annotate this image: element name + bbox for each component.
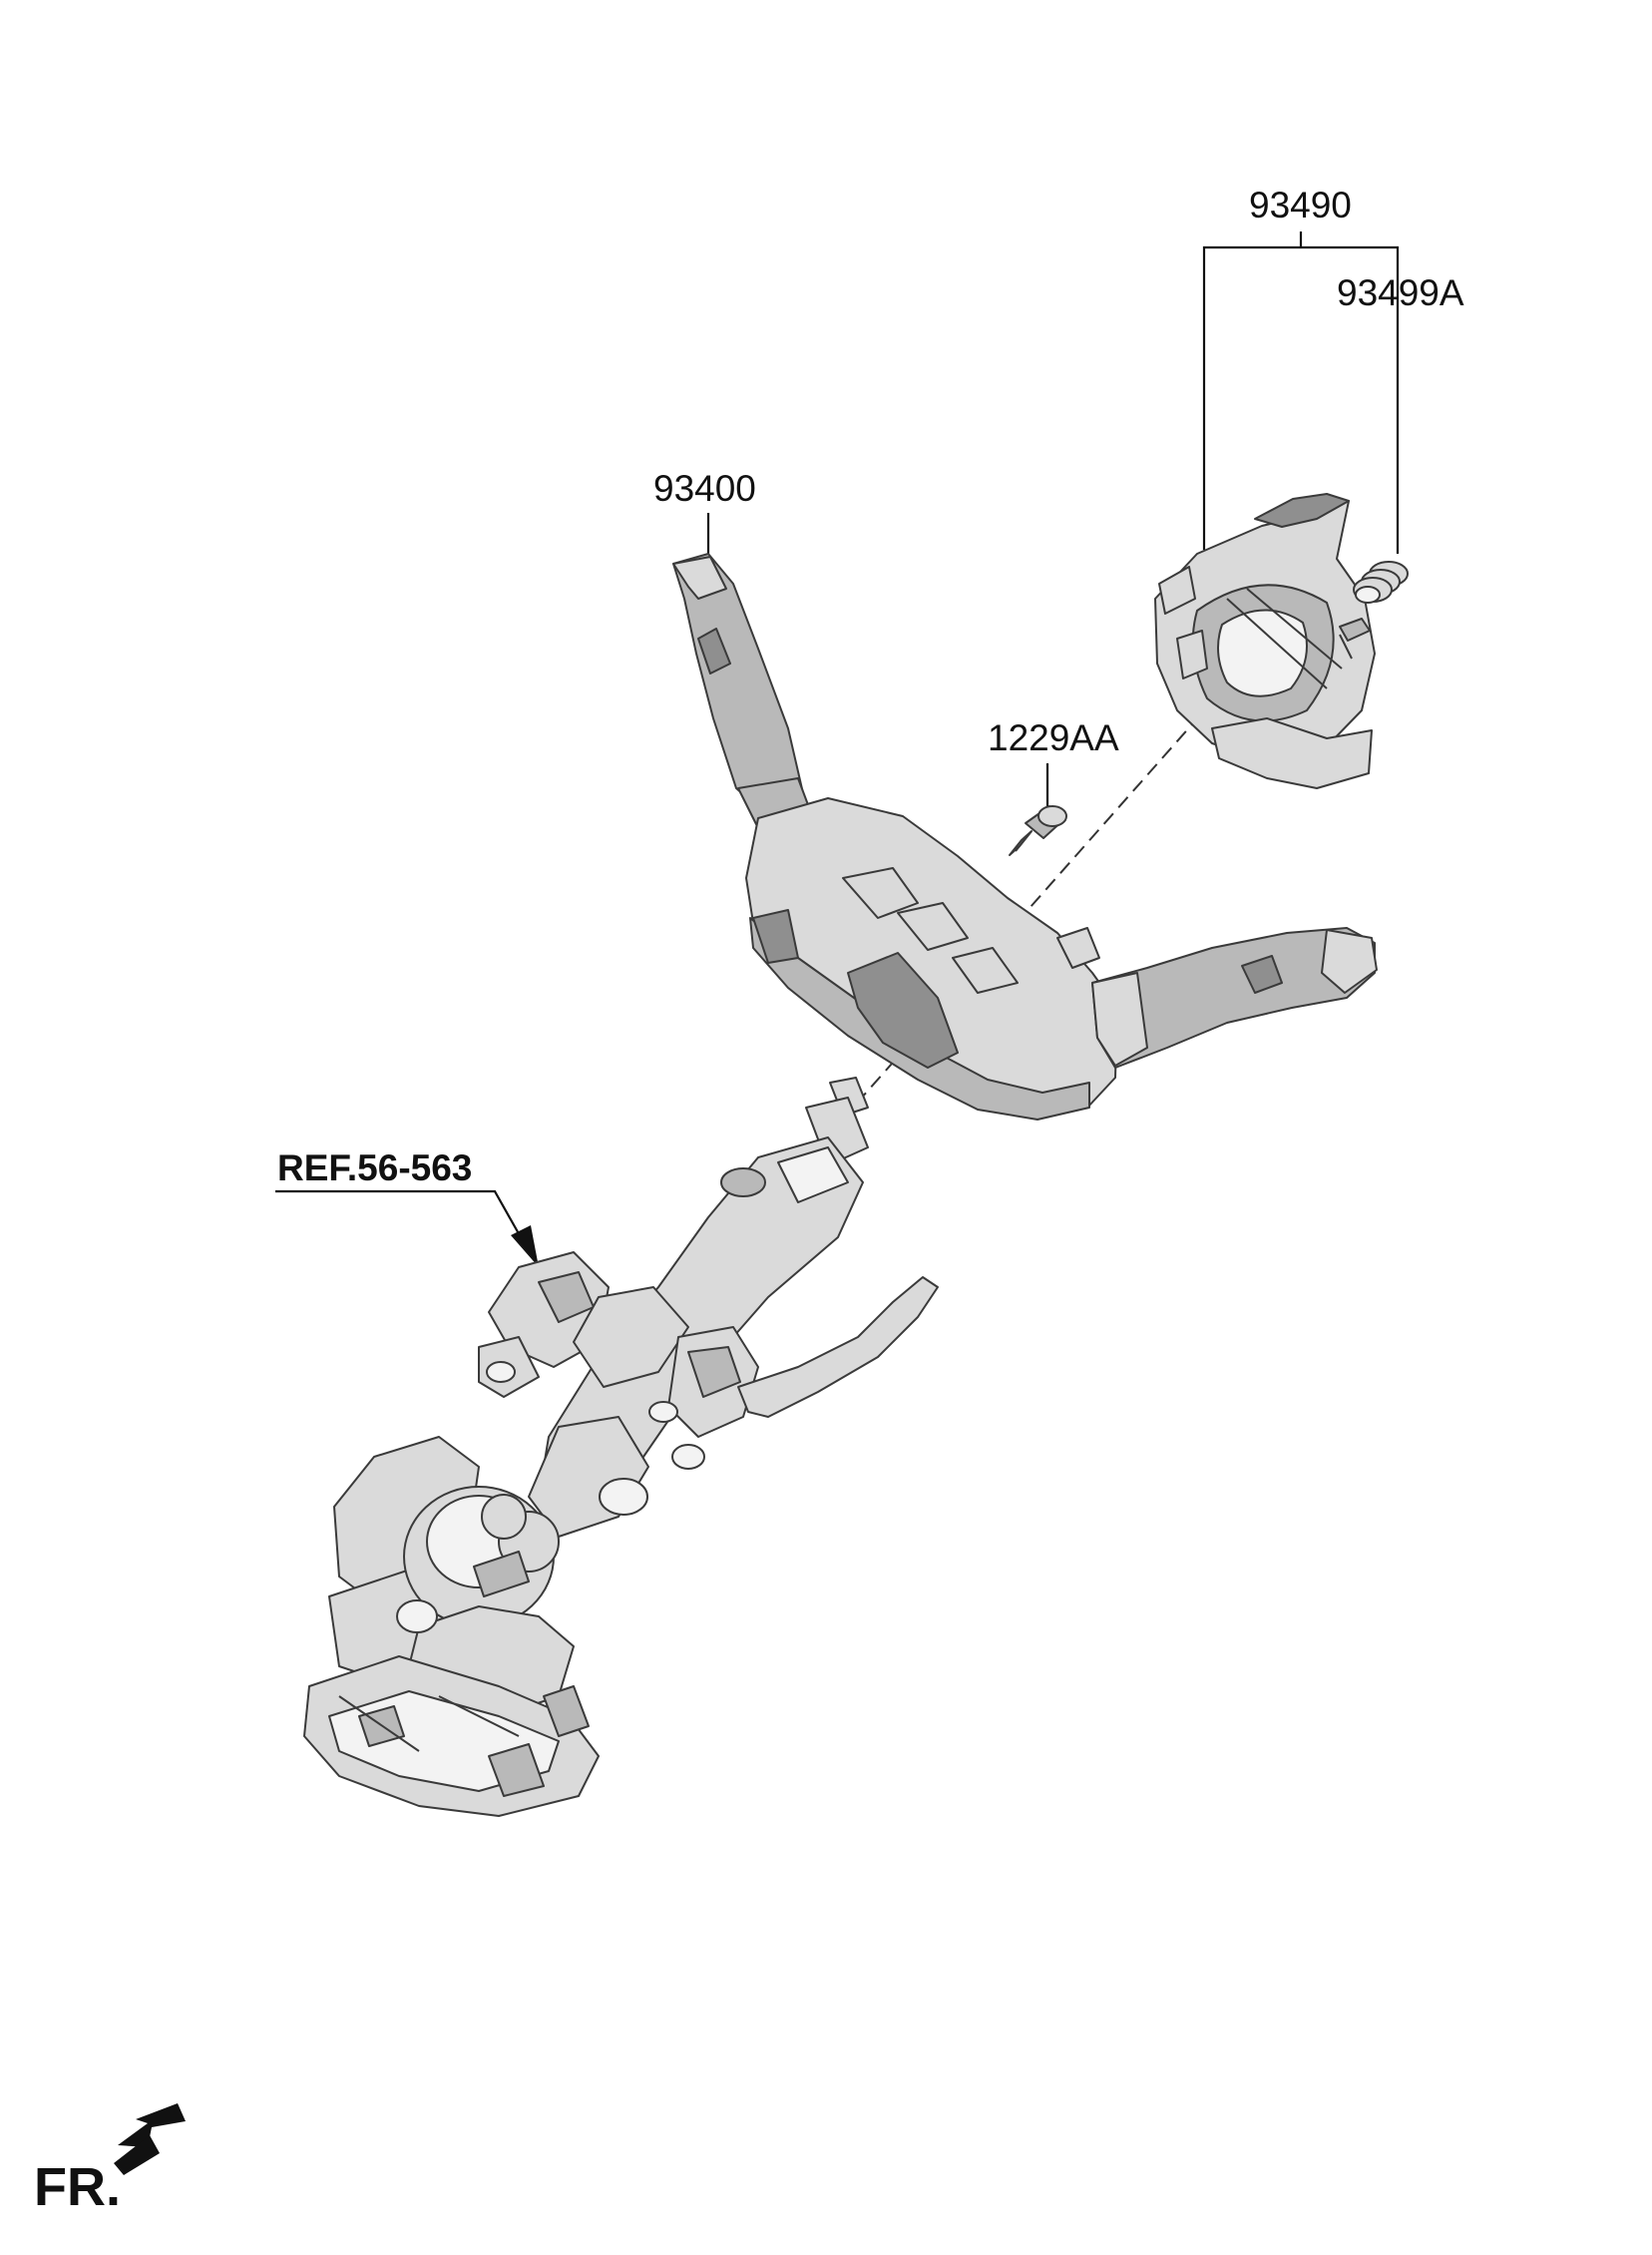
label-93499A: 93499A xyxy=(1337,272,1464,313)
label-1229AA: 1229AA xyxy=(988,717,1119,758)
screw-1229AA xyxy=(1009,805,1067,856)
fr-arrow-icon xyxy=(114,2103,186,2175)
multifunction-switch xyxy=(672,553,1378,1121)
leader-ref-56-563 xyxy=(275,1189,539,1267)
clip-93499A xyxy=(1353,561,1409,604)
clock-spring-screw xyxy=(1339,618,1371,660)
label-93490: 93490 xyxy=(1249,185,1352,226)
steering-column xyxy=(478,1077,939,1538)
leader-93490 xyxy=(1202,231,1400,550)
assembly-axis-line xyxy=(852,697,1216,1109)
clock-spring-assembly xyxy=(1154,493,1376,789)
label-front: FR. xyxy=(34,2157,121,2217)
mdps-motor-unit xyxy=(303,1436,600,1817)
label-93400: 93400 xyxy=(653,468,756,509)
label-ref-56-563: REF.56-563 xyxy=(277,1147,472,1188)
